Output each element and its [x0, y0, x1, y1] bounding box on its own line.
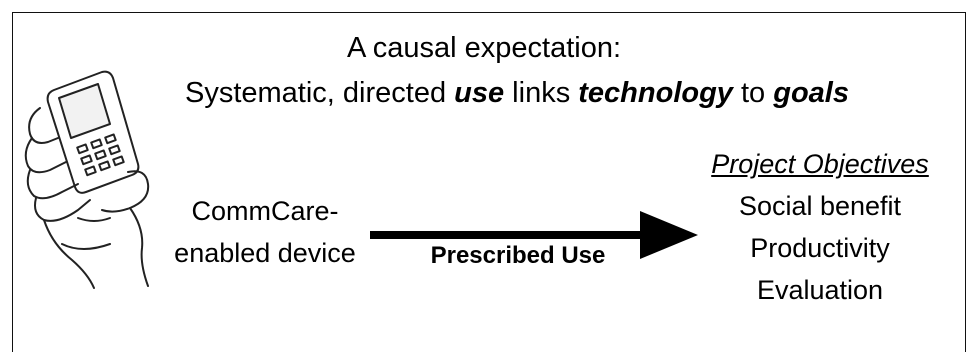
objectives-heading: Project Objectives [711, 149, 929, 179]
title-text-systematic: Systematic, directed [184, 77, 455, 109]
objective-item: Productivity [750, 233, 890, 263]
title-emphasis-technology: technology [578, 77, 733, 109]
prescribed-use-arrow [370, 211, 698, 259]
title-emphasis-use: use [454, 77, 505, 109]
diagram-title-line-1: A causal expectation: [346, 32, 622, 64]
device-label-line-2: enabled device [174, 238, 356, 268]
diagram-frame [12, 12, 966, 352]
title-text-links: links [504, 77, 579, 109]
arrow-label: Prescribed Use [430, 242, 606, 269]
project-objectives: Project Objectives Social benefit Produc… [690, 143, 950, 311]
title-emphasis-goals: goals [773, 77, 849, 109]
objective-item: Evaluation [756, 275, 884, 305]
title-text-to: to [732, 77, 774, 109]
objective-item: Social benefit [738, 191, 902, 221]
device-label-line-1: CommCare- [191, 196, 339, 226]
hand-holding-phone-icon [24, 70, 150, 289]
device-label: CommCare- enabled device [155, 190, 375, 274]
diagram-title-line-2: Systematic, directed use links technolog… [0, 77, 968, 110]
